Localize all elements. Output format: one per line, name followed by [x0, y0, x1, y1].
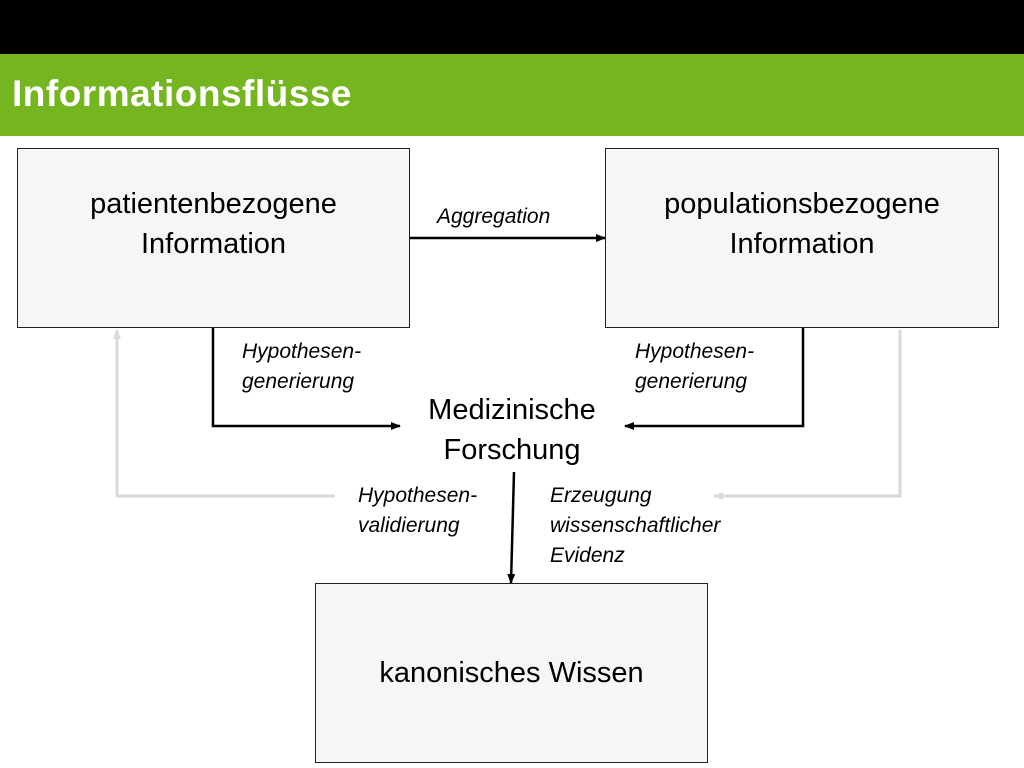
title-bar	[0, 54, 1024, 136]
medical-research-label: Medizinische Forschung	[428, 394, 596, 466]
hypgen-left-arrow	[211, 328, 401, 430]
population-info-box: populationsbezogene Information	[605, 148, 999, 328]
patient-info-label: patientenbezogene Information	[90, 188, 337, 260]
top-bar	[0, 0, 1024, 54]
slide-title: Informationsflüsse	[12, 73, 352, 114]
hypgen-right-arrow	[624, 328, 805, 430]
population-info-label: populationsbezogene Information	[664, 188, 940, 260]
aggregation-label: Aggregation	[437, 205, 551, 228]
research-to-canon-arrow	[507, 471, 516, 584]
canonical-knowledge-box: kanonisches Wissen	[315, 583, 708, 763]
hypgen-right-label: Hypothesen- generierung	[635, 340, 755, 393]
feedback-arrow-right	[713, 330, 902, 500]
evidence-label: Erzeugung wissenschaftlicher Evidenz	[550, 484, 721, 567]
hypgen-left-label: Hypothesen- generierung	[242, 340, 362, 393]
canonical-knowledge-label: kanonisches Wissen	[379, 657, 644, 689]
patient-info-box: patientenbezogene Information	[17, 148, 410, 328]
hypval-label: Hypothesen- validierung	[358, 484, 478, 537]
feedback-arrow-left	[113, 329, 335, 498]
